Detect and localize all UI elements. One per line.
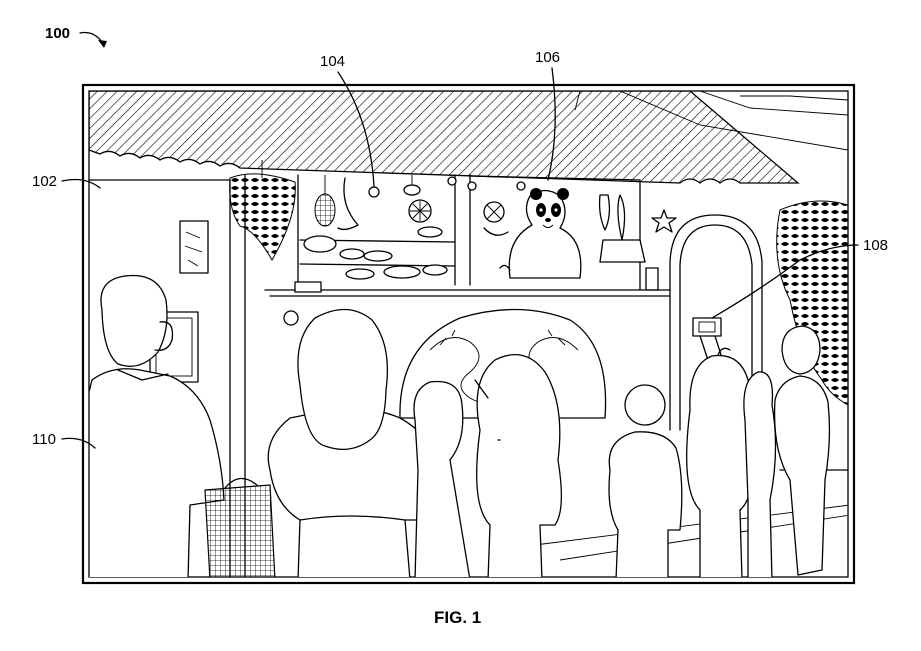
leader-102	[62, 180, 100, 188]
figure-number-arrowhead	[98, 40, 107, 48]
figure-number-label: 100	[45, 25, 70, 42]
ref-label-102: 102	[32, 173, 57, 190]
ref-label-104: 104	[320, 53, 345, 70]
star-decoration	[652, 210, 676, 232]
camera-device	[693, 318, 721, 336]
figure-caption: FIG. 1	[434, 608, 481, 627]
girl-figure	[477, 355, 562, 580]
panda-character	[509, 191, 581, 279]
ref-label-108: 108	[863, 237, 888, 254]
ref-label-110: 110	[32, 431, 56, 448]
scene-illustration	[89, 91, 850, 580]
hatched-awning	[89, 91, 798, 183]
man-figure	[89, 369, 224, 580]
boy-figure	[609, 432, 682, 580]
ref-label-106: 106	[535, 49, 560, 66]
